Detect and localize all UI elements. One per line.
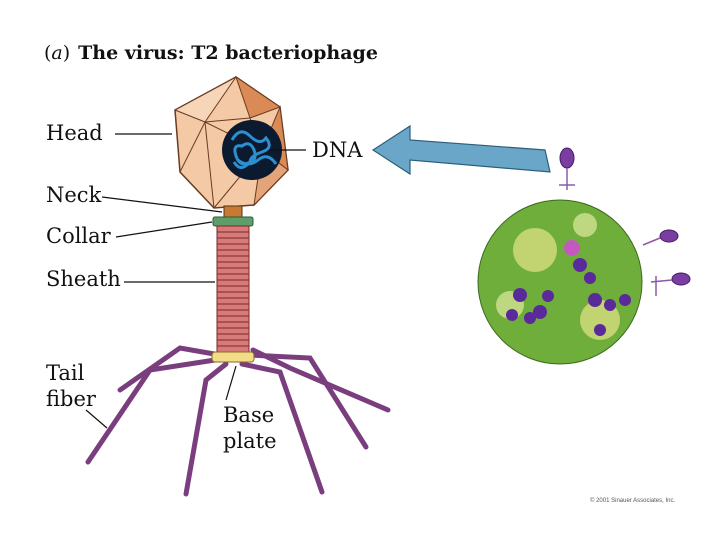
label-head: Head (46, 121, 103, 145)
sheath (216, 225, 250, 353)
label-base-plate-line1: Base (223, 403, 275, 427)
leader-lines (85, 133, 306, 429)
neck (223, 205, 243, 219)
label-neck: Neck (46, 183, 102, 207)
tail-fibers (85, 345, 391, 497)
title-text: The virus: T2 bacteriophage (78, 42, 378, 64)
collar (212, 216, 254, 227)
arrow-icon (371, 124, 551, 176)
label-collar: Collar (46, 224, 111, 248)
label-tail-fiber: Tail fiber (46, 360, 96, 412)
label-base-plate: Base plate (223, 402, 277, 454)
label-sheath: Sheath (46, 267, 121, 291)
base-plate (211, 351, 255, 363)
copyright-credit: © 2001 Sinauer Associates, Inc. (590, 498, 676, 504)
label-tail-fiber-line2: fiber (46, 387, 96, 411)
bacterium-cell (477, 199, 643, 365)
attached-phages (559, 147, 691, 296)
label-tail-fiber-line1: Tail (46, 361, 85, 385)
label-base-plate-line2: plate (223, 429, 277, 453)
dna-core (222, 120, 282, 180)
part-letter: a (51, 42, 63, 64)
figure-title: (a)The virus: T2 bacteriophage (44, 42, 378, 64)
label-dna: DNA (312, 138, 363, 162)
